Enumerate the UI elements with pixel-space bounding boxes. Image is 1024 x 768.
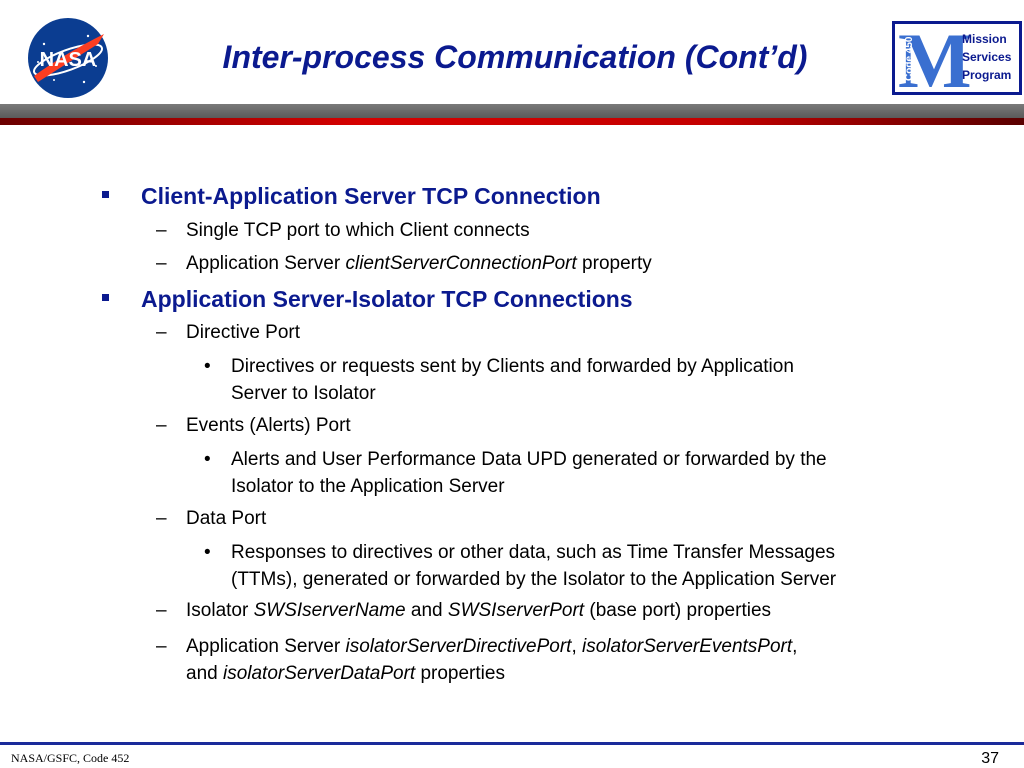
detail-bullet: • Directives or requests sent by Clients… (204, 356, 794, 404)
nasa-logo-icon: NASA (28, 18, 108, 98)
bullet-level1: Application Server-Isolator TCP Connecti… (102, 286, 633, 313)
svg-text:M: M (898, 21, 972, 95)
page-title: Inter-process Communication (Cont’d) (222, 39, 808, 75)
detail-bullet: • Alerts and User Performance Data UPD g… (204, 449, 827, 497)
mission-services-program-logo: M Code 450 Mission Services Program (892, 21, 1022, 95)
svg-text:NASA: NASA (40, 49, 97, 71)
svg-text:Code 450: Code 450 (904, 36, 915, 81)
sub-bullet: – Data Port (156, 508, 267, 529)
sub-bullet: – Application Server isolatorServerDirec… (156, 636, 798, 684)
bullet-level1: Client-Application Server TCP Connection (102, 183, 601, 210)
svg-text:Mission: Mission (962, 32, 1007, 46)
sub-bullet: – Single TCP port to which Client connec… (156, 220, 530, 241)
square-bullet-icon (102, 191, 109, 198)
page-number: 37 (981, 750, 999, 767)
header-red-band (0, 118, 1024, 125)
sub-bullet: – Events (Alerts) Port (156, 415, 351, 436)
square-bullet-icon (102, 294, 109, 301)
slide-header: NASA Inter-process Communication (Cont’d… (0, 0, 1024, 104)
sub-bullet: – Application Server clientServerConnect… (156, 253, 652, 274)
svg-text:Program: Program (962, 68, 1011, 82)
sub-bullet: – Directive Port (156, 322, 301, 343)
footer-org: NASA/GSFC, Code 452 (11, 751, 130, 765)
header-gray-band (0, 104, 1024, 118)
svg-text:Services: Services (962, 50, 1012, 64)
footer-divider (0, 742, 1024, 745)
detail-bullet: • Responses to directives or other data,… (204, 542, 837, 590)
sub-bullet: – Isolator SWSIserverName and SWSIserver… (156, 600, 772, 621)
